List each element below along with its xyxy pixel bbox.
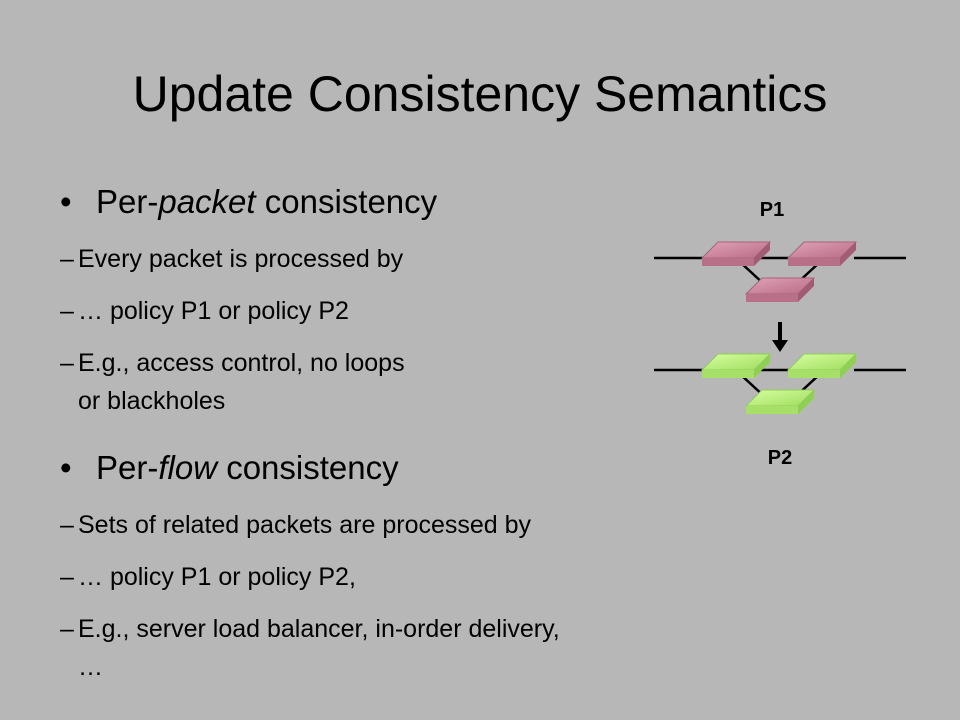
p1-label: P1 [760,199,784,221]
sub-bullet-text: Sets of related packets are processed by [78,511,532,539]
network-switch-icon [744,277,816,302]
sub-bullet-text-continued: or blackholes [78,387,226,415]
sub-bullet-text: Every packet is processed by [78,245,404,273]
network-switch-icon [744,389,816,414]
sub-bullet-text-continued: … [78,653,103,681]
slide-title: Update Consistency Semantics [132,66,828,122]
policy-diagram: P1 [654,199,906,469]
p1-network [654,241,906,302]
sub-bullet-text: E.g., access control, no loops [78,349,405,377]
network-switch-icon [786,353,858,378]
sub-bullet-text: … policy P1 or policy P2, [78,563,356,591]
p2-network [654,353,906,414]
sub-bullet-text: E.g., server load balancer, in-order del… [78,615,560,643]
bullet-text: Per-flow consistency [96,449,399,486]
sub-bullet-text: … policy P1 or policy P2 [78,297,349,325]
network-switch-icon [700,241,772,266]
bullet-text: Per-packet consistency [96,183,438,220]
bullet-glyph: • [60,449,72,486]
network-switch-icon [786,241,858,266]
p2-label: P2 [768,447,792,469]
network-switch-icon [700,353,772,378]
bullet-glyph: • [60,183,72,220]
arrow-down-icon [772,322,788,352]
